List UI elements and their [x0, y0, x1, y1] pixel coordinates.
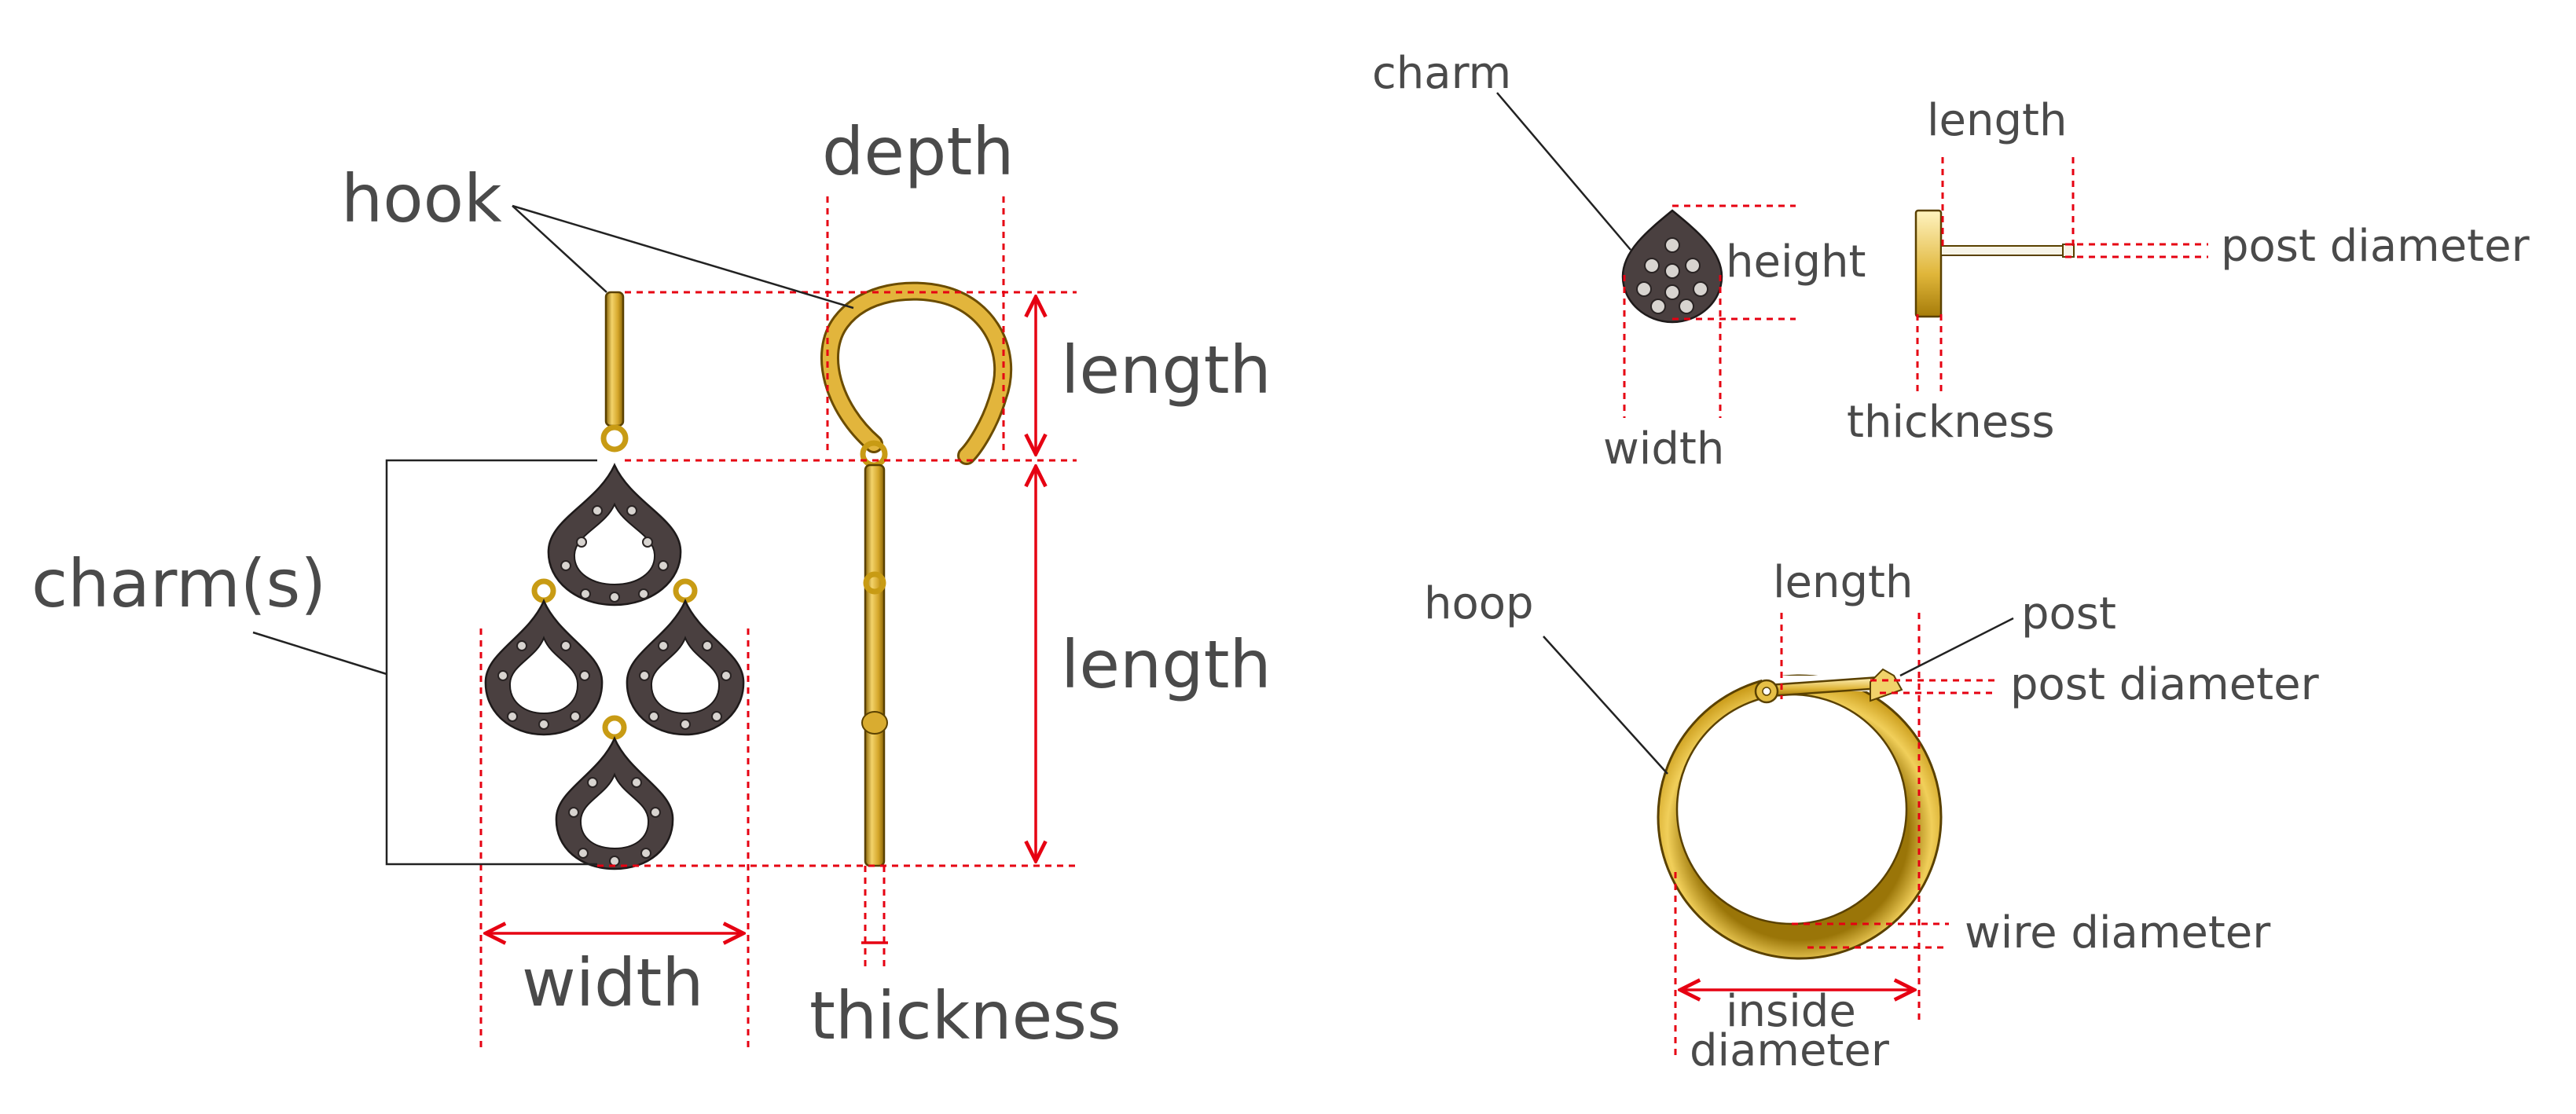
charm-right — [626, 598, 745, 736]
label-hoop-wire-diameter: wire diameter — [1965, 907, 2271, 958]
jump-ring-left — [531, 578, 556, 603]
left-dimensions — [479, 196, 1077, 1049]
side-ring-1 — [863, 571, 886, 595]
hoop-earring — [1657, 668, 1943, 960]
label-length-top: length — [1061, 332, 1271, 409]
hoop-dimensions — [1543, 613, 2014, 1061]
label-depth: depth — [822, 113, 1015, 190]
label-hoop-length: length — [1773, 557, 1914, 608]
label-hoop-post: post — [2021, 588, 2116, 639]
label-hoop-diameter: diameter — [1690, 1025, 1890, 1076]
hook-wire-front — [604, 291, 625, 427]
hoop-latch — [1870, 668, 1903, 702]
jump-ring — [600, 424, 629, 453]
charm-stack-side — [864, 464, 886, 867]
jump-ring-bottom — [602, 715, 627, 740]
stud-dimensions — [1496, 92, 2208, 418]
left-leaders — [252, 204, 854, 866]
label-hoop: hoop — [1424, 578, 1534, 629]
label-hoop-inside: inside — [1726, 986, 1856, 1037]
side-ring-2 — [861, 711, 888, 735]
label-hoop-post-diameter: post diameter — [2010, 659, 2320, 710]
label-width: width — [522, 944, 704, 1021]
label-stud-width: width — [1603, 423, 1724, 475]
label-stud-post-diameter: post diameter — [2221, 221, 2530, 272]
stud-earring — [1621, 209, 2075, 324]
label-thickness: thickness — [809, 977, 1121, 1054]
label-length-bottom: length — [1061, 626, 1271, 703]
stud-post — [1940, 245, 2064, 256]
label-stud-charm: charm — [1372, 48, 1511, 99]
label-stud-thickness: thickness — [1847, 397, 2055, 448]
charm-left — [484, 598, 604, 736]
label-stud-height: height — [1726, 236, 1866, 288]
charm-bottom — [555, 735, 674, 870]
label-hook: hook — [341, 160, 502, 237]
charm-top — [547, 463, 682, 606]
label-charms: charm(s) — [31, 545, 326, 622]
jump-ring-right — [673, 578, 698, 603]
stud-charm-side — [1914, 209, 1943, 318]
earring-side-profile — [820, 281, 1013, 867]
hoop-inside — [1675, 693, 1908, 925]
hook-curve — [823, 284, 1011, 463]
label-stud-length: length — [1927, 95, 2068, 146]
stud-post-tip — [2062, 244, 2075, 258]
chandelier-earring-front — [484, 291, 745, 870]
